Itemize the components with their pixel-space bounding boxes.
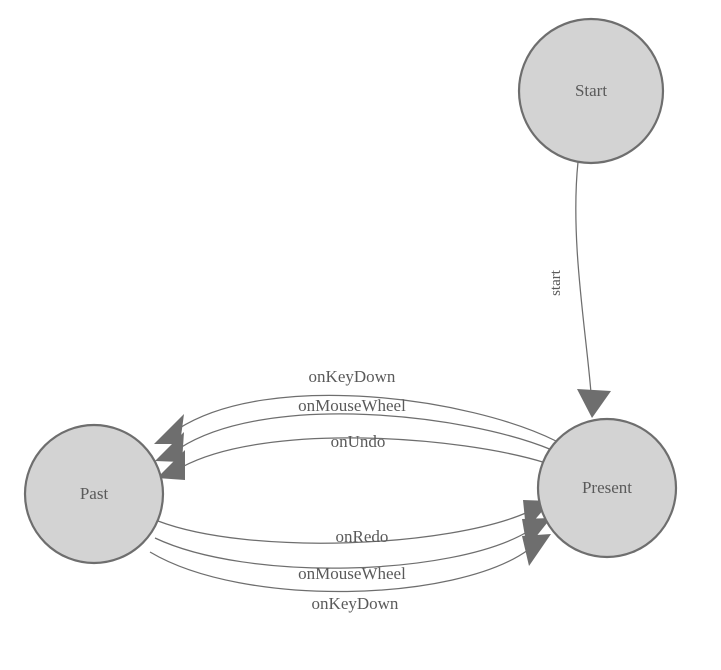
node-start-circle <box>517 17 665 165</box>
node-present[interactable]: Present <box>536 417 678 559</box>
node-present-circle <box>536 417 678 559</box>
edge-label-past-present-keydown: onKeyDown <box>312 594 399 613</box>
arrowhead-past-present-keydown <box>522 534 551 566</box>
edge-present-to-past-onkeydown[interactable]: onKeyDown <box>154 367 557 444</box>
edge-start-to-present[interactable]: start <box>548 161 611 418</box>
edge-label-present-past-keydown: onKeyDown <box>309 367 396 386</box>
node-start-label: Start <box>575 81 607 100</box>
edge-label-start: start <box>548 269 564 296</box>
node-start[interactable]: Start <box>517 17 665 165</box>
arrowhead-present-past-keydown <box>154 414 184 444</box>
edge-path-present-past-wheel <box>179 413 553 451</box>
edge-path-present-past-undo <box>181 437 547 468</box>
edge-path-past-present-keydown <box>149 549 529 593</box>
edge-path-past-present-redo <box>157 511 529 544</box>
edge-present-to-past-onmousewheel[interactable]: onMouseWheel <box>155 396 553 462</box>
arrowhead-start-present <box>577 389 611 418</box>
node-past-circle <box>23 423 165 565</box>
node-present-label: Present <box>582 478 632 497</box>
edge-path-start-present <box>575 161 592 394</box>
edge-label-present-past-undo: onUndo <box>331 432 386 451</box>
node-past[interactable]: Past <box>23 423 165 565</box>
edge-label-present-past-wheel: onMouseWheel <box>298 396 406 415</box>
edge-label-past-present-redo: onRedo <box>336 527 389 546</box>
edge-past-to-present-onkeydown[interactable]: onKeyDown <box>149 534 551 613</box>
edge-past-to-present-onredo[interactable]: onRedo <box>157 500 551 546</box>
edge-label-past-present-wheel: onMouseWheel <box>298 564 406 583</box>
arrowhead-present-past-wheel <box>155 432 184 462</box>
edge-path-present-past-keydown <box>177 394 557 442</box>
node-past-label: Past <box>80 484 109 503</box>
arrowhead-present-past-undo <box>157 450 185 480</box>
edge-path-past-present-wheel <box>154 531 528 569</box>
edge-present-to-past-onundo[interactable]: onUndo <box>157 432 547 480</box>
